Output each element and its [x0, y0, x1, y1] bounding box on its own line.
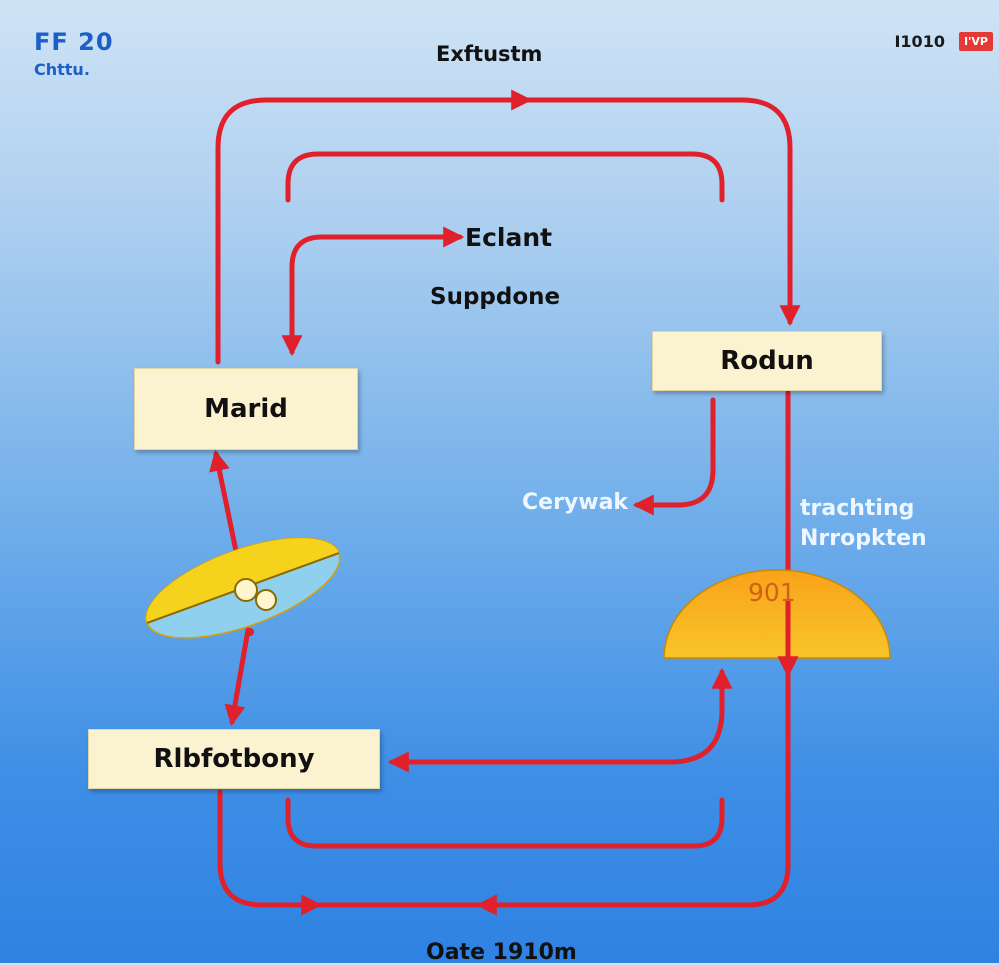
label-tracking-line2: Nrropkten: [800, 526, 927, 551]
header-code: FF 20: [34, 28, 114, 56]
ellipse-node-1: [234, 578, 258, 602]
header-badge: I'VP: [958, 32, 993, 51]
header-code-block: FF 20 Chttu.: [34, 28, 114, 79]
footer-label: Oate 1910m: [426, 940, 577, 965]
header-right-code: I1010: [894, 32, 945, 51]
ellipse-node-2: [255, 589, 277, 611]
node-rodun: Rodun: [652, 331, 882, 391]
node-marid: Marid: [134, 368, 358, 450]
inner-bottom-arc: [285, 797, 725, 849]
dome-shape: [663, 569, 891, 659]
cerywak-arrow: [632, 397, 716, 516]
label-eclant: Eclant: [465, 223, 553, 252]
ellipse-anchor-dot: [246, 628, 254, 636]
dome-to-box-arrow: [387, 667, 733, 773]
right-down-line: [217, 670, 791, 908]
node-rlbfotbony: Rlbfotbony: [88, 729, 380, 789]
node-rodun-label: Rodun: [720, 346, 814, 376]
diagram-title: Exftustm: [436, 42, 543, 66]
header-subtitle: Chttu.: [34, 60, 90, 79]
eclant-arrow: [281, 226, 465, 357]
header-right: I1010 I'VP: [894, 32, 993, 51]
label-tracking: trachting Nrropkten: [800, 494, 927, 554]
inner-top-arc: [285, 151, 725, 203]
label-suppdone: Suppdone: [430, 284, 561, 310]
dome-value: 901: [748, 578, 796, 607]
label-tracking-line1: trachting: [800, 496, 915, 521]
node-rlbfotbony-label: Rlbfotbony: [153, 744, 315, 774]
ellipse-down-arrow: [224, 627, 251, 727]
label-cerywak: Cerywak: [522, 490, 629, 515]
node-marid-label: Marid: [204, 394, 288, 424]
